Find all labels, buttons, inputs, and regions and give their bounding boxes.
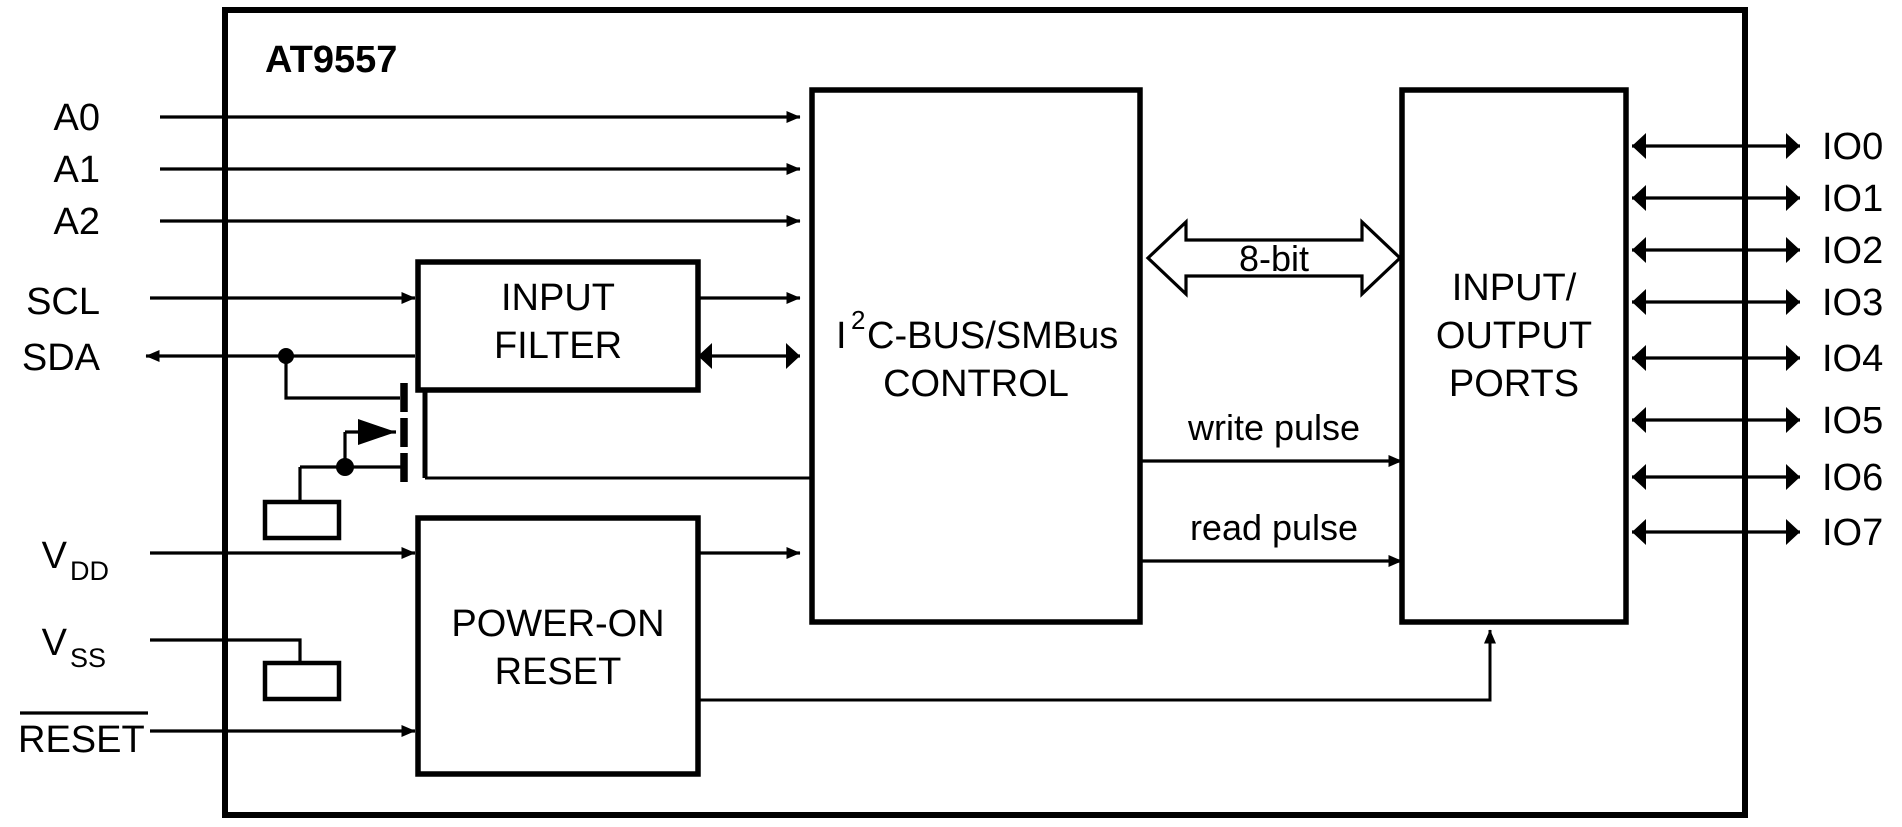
pin-io0: IO0 — [1632, 126, 1883, 168]
pin-label-scl: SCL — [26, 281, 100, 323]
svg-text:V: V — [42, 622, 68, 664]
bond-pad-sda — [262, 499, 342, 541]
pin-label-vss: V SS — [42, 622, 106, 673]
block-power-on-reset: POWER-ON RESET — [415, 515, 701, 777]
pin-label-vdd: V DD — [42, 535, 109, 586]
svg-text:I: I — [836, 315, 847, 357]
svg-text:DD: DD — [70, 556, 109, 586]
svg-text:IO2: IO2 — [1822, 230, 1883, 272]
svg-text:POWER-ON: POWER-ON — [451, 603, 664, 645]
bus-8bit: 8-bit — [1145, 218, 1403, 298]
svg-text:SS: SS — [70, 643, 106, 673]
pin-label-a2: A2 — [54, 201, 100, 243]
pin-label-a1: A1 — [54, 149, 100, 191]
bus-label-8bit: 8-bit — [1239, 238, 1309, 279]
pin-io7: IO7 — [1632, 512, 1883, 554]
svg-text:V: V — [42, 535, 68, 577]
svg-text:RESET: RESET — [18, 719, 145, 761]
svg-text:IO1: IO1 — [1822, 178, 1883, 220]
block-i2c-control: I 2 C-BUS/SMBus CONTROL — [809, 87, 1143, 625]
wire-por-to-ioports — [698, 629, 1496, 702]
write-pulse-label: write pulse — [1187, 407, 1360, 448]
svg-text:FILTER: FILTER — [494, 325, 622, 367]
device-outline — [222, 7, 1748, 818]
pin-io4: IO4 — [1632, 338, 1883, 380]
wire-sda-to-fet — [284, 356, 400, 400]
read-pulse-label: read pulse — [1190, 507, 1358, 548]
svg-text:OUTPUT: OUTPUT — [1436, 315, 1592, 357]
pin-label-sda: SDA — [22, 337, 101, 379]
arrow-right-control — [786, 343, 800, 369]
fet-source-dot — [336, 458, 354, 476]
bus-arrow-shape — [1145, 218, 1403, 298]
svg-text:IO4: IO4 — [1822, 338, 1883, 380]
svg-text:IO5: IO5 — [1822, 400, 1883, 442]
block-input-filter: INPUT FILTER — [415, 259, 701, 393]
svg-text:RESET: RESET — [495, 651, 622, 693]
svg-text:INPUT/: INPUT/ — [1452, 267, 1577, 309]
arrow-left-filter — [698, 343, 712, 369]
open-drain-fet-symbol — [262, 383, 840, 541]
block-io-ports: INPUT/ OUTPUT PORTS — [1399, 87, 1629, 625]
pin-io6: IO6 — [1632, 457, 1883, 499]
page-title: AT9557 — [265, 39, 397, 81]
svg-text:PORTS: PORTS — [1449, 363, 1579, 405]
pin-io5: IO5 — [1632, 400, 1883, 442]
svg-text:IO7: IO7 — [1822, 512, 1883, 554]
bond-pad-vss — [262, 660, 342, 702]
i2c-control-label-line1: I 2 C-BUS/SMBus — [836, 305, 1118, 357]
pin-label-a0: A0 — [54, 97, 100, 139]
svg-text:IO3: IO3 — [1822, 282, 1883, 324]
svg-text:IO0: IO0 — [1822, 126, 1883, 168]
signal-write-pulse: write pulse — [1140, 407, 1403, 467]
svg-text:INPUT: INPUT — [501, 277, 615, 319]
svg-text:2: 2 — [851, 305, 865, 335]
svg-text:C-BUS/SMBus: C-BUS/SMBus — [867, 315, 1118, 357]
pin-io2: IO2 — [1632, 230, 1883, 272]
signal-read-pulse: read pulse — [1140, 507, 1403, 567]
pin-io3: IO3 — [1632, 282, 1883, 324]
i2c-control-label-line2: CONTROL — [883, 363, 1069, 405]
pin-label-reset: RESET — [18, 711, 148, 761]
svg-text:IO6: IO6 — [1822, 457, 1883, 499]
pin-io1: IO1 — [1632, 178, 1883, 220]
wire-vss — [150, 638, 302, 663]
